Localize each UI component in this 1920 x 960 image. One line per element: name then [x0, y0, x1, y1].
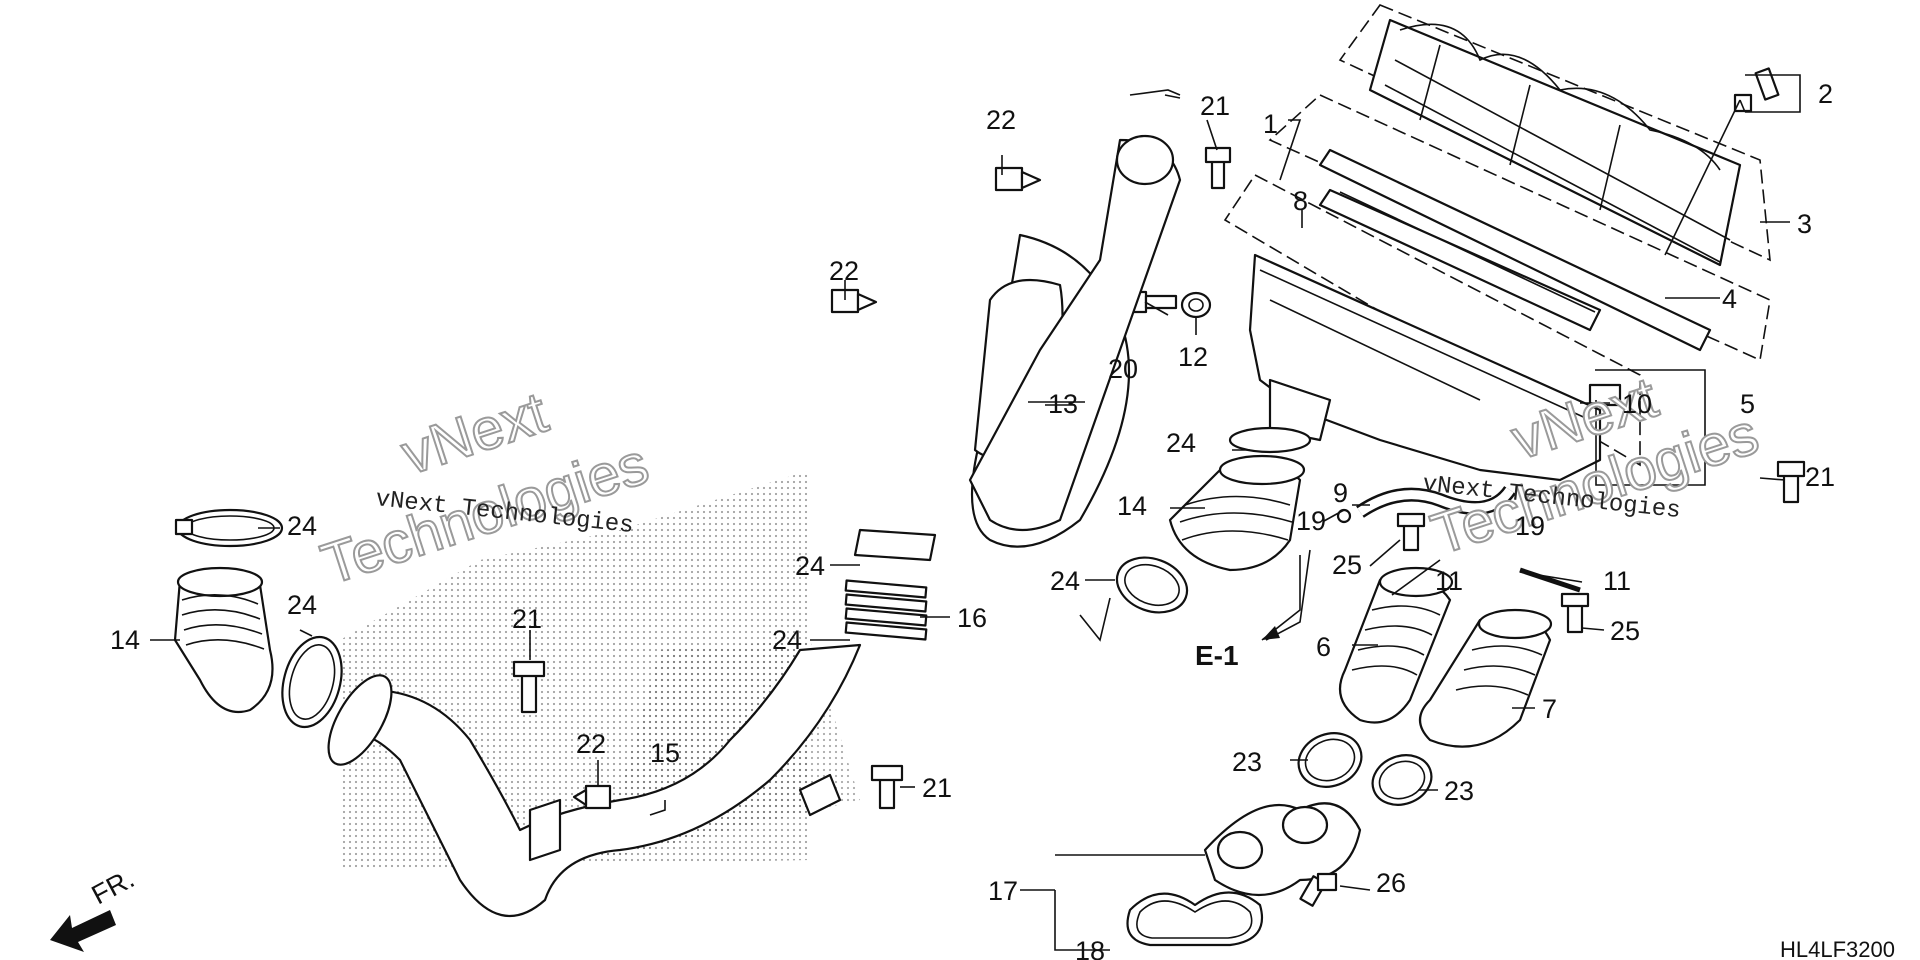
reference-arrow-icon [1261, 555, 1301, 641]
bolt-21-right [1776, 460, 1806, 504]
callout-21d: 21 [922, 773, 952, 803]
hose-6 [1338, 566, 1454, 724]
callout-24a: 24 [1166, 428, 1196, 458]
gasket-18 [1126, 891, 1264, 947]
callout-11b: 11 [1603, 566, 1631, 596]
callout-16: 16 [957, 603, 987, 633]
leader-lines [150, 74, 1801, 951]
callout-6: 6 [1316, 632, 1331, 662]
clamp-23-right [1371, 754, 1433, 806]
clamp-24-upper-mid [1228, 426, 1312, 454]
callouts: 1 2 3 4 5 6 7 8 9 10 11 11 12 13 14 14 1… [110, 79, 1835, 960]
grommet-12 [1180, 291, 1212, 319]
callout-22b: 22 [829, 256, 859, 286]
callout-23b: 23 [1444, 776, 1474, 806]
direction-arrow-icon [50, 910, 116, 952]
clamp-24-mid [1115, 556, 1189, 614]
callout-25a: 25 [1332, 550, 1362, 580]
callout-3: 3 [1797, 209, 1812, 239]
callout-2: 2 [1818, 79, 1833, 109]
boot-14-left [173, 566, 274, 714]
callout-21b: 21 [1805, 462, 1835, 492]
bolt-21-left [512, 660, 546, 714]
callout-22c: 22 [576, 729, 606, 759]
callout-18: 18 [1075, 936, 1105, 960]
callout-19b: 19 [1515, 511, 1545, 541]
hose-7 [1418, 608, 1553, 748]
callout-24f: 24 [287, 590, 317, 620]
figure-code: HL4LF3200 [1780, 937, 1895, 960]
callout-20: 20 [1108, 354, 1138, 384]
boot-14-mid [1168, 454, 1306, 572]
callout-21c: 21 [512, 604, 542, 634]
callout-10: 10 [1622, 389, 1652, 419]
callout-1: 1 [1263, 109, 1278, 139]
callout-8: 8 [1293, 186, 1308, 216]
air-cleaner-element [1268, 94, 1771, 362]
callout-15: 15 [650, 738, 680, 768]
air-cleaner-cover [1338, 4, 1771, 267]
bolt-26 [1299, 872, 1338, 907]
callout-5: 5 [1740, 389, 1755, 419]
callout-17: 17 [988, 876, 1018, 906]
clamp-24-mid-left [281, 635, 343, 729]
callout-12: 12 [1178, 342, 1208, 372]
callout-23a: 23 [1232, 747, 1262, 777]
bolt-2 [1733, 67, 1780, 113]
direction-label: FR. [87, 863, 139, 910]
resonator-duct-13 [968, 134, 1182, 548]
callout-19a: 19 [1296, 506, 1326, 536]
bolt-25-right [1560, 592, 1590, 634]
callout-24e: 24 [287, 511, 317, 541]
air-cleaner-case [1223, 173, 1641, 482]
bolt-21-top [1204, 146, 1232, 190]
connector-duct-16 [844, 528, 937, 641]
bolt-21-bottom [870, 764, 904, 810]
callout-26: 26 [1376, 868, 1406, 898]
callout-22a: 22 [986, 105, 1016, 135]
tube-9 [1336, 485, 1516, 524]
callout-14b: 14 [110, 625, 140, 655]
callout-14a: 14 [1117, 491, 1147, 521]
callout-13: 13 [1048, 389, 1078, 419]
clamp-23-left [1297, 732, 1363, 788]
callout-24c: 24 [795, 551, 825, 581]
bolt-25-left [1396, 512, 1426, 552]
callout-11a: 11 [1435, 566, 1463, 596]
clamp-24-top-left [174, 508, 284, 548]
callout-21a: 21 [1200, 91, 1230, 121]
lower-duct-15 [327, 643, 862, 917]
bracket-17 [1203, 802, 1362, 897]
callout-9: 9 [1333, 478, 1348, 508]
clip-22-mid [830, 288, 878, 314]
callout-25b: 25 [1610, 616, 1640, 646]
callout-4: 4 [1722, 284, 1737, 314]
callout-24d: 24 [772, 625, 802, 655]
callout-7: 7 [1542, 694, 1557, 724]
reference-label: E-1 [1195, 640, 1239, 671]
callout-24b: 24 [1050, 566, 1080, 596]
